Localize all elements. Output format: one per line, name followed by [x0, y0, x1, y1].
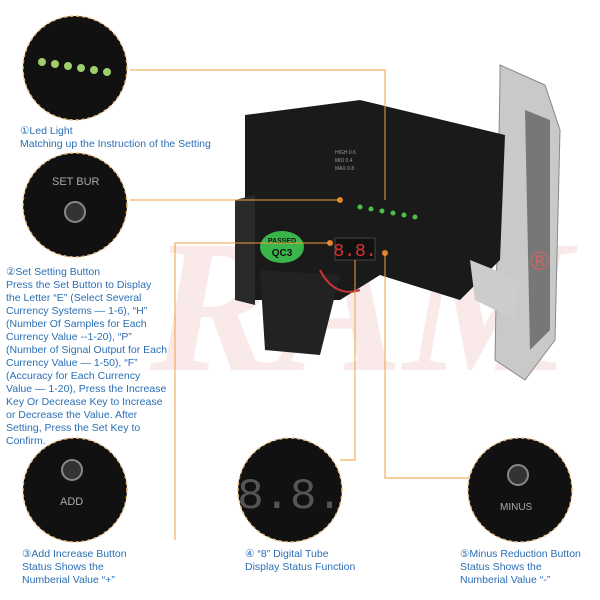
leader-lines: [130, 69, 470, 540]
callout-line: Currency Value --1-20), “P”: [6, 331, 132, 343]
callout-minus-button: ⑤Minus Reduction Button Status Shows the…: [460, 548, 581, 587]
closeup-set-button: SET BUR: [22, 152, 128, 258]
add-label: ADD: [60, 496, 83, 508]
callout-line: the Letter “E” (Select Several: [6, 292, 142, 304]
callout-add-button: ③Add Increase Button Status Shows the Nu…: [22, 548, 127, 587]
closeup-minus-button: MINUS: [467, 437, 573, 543]
callout-line: Press the Set Button to Display: [6, 279, 152, 291]
callout-line: (Number of Signal Output for Each: [6, 344, 168, 356]
switch-label: MAX 0.8: [335, 166, 354, 172]
coin-acceptor-device: PASSED QC3 8.8. HIGH 0.6 MID 0.4 MAX 0.8: [235, 64, 561, 381]
callout-title: ①Led Light: [20, 125, 73, 137]
callout-set-button: ②Set Setting Button Press the Set Button…: [6, 266, 167, 448]
closeup-add-button: ADD: [22, 437, 128, 543]
registered-mark: ®: [530, 246, 549, 276]
callout-line: Display Status Function: [245, 561, 356, 573]
callout-line: Currency Value — 1-50), “F”: [6, 357, 138, 369]
callout-line: Status Shows the: [22, 561, 104, 573]
callout-title: ③Add Increase Button: [22, 548, 127, 560]
callout-line: Matching up the Instruction of the Setti…: [20, 138, 211, 150]
closeup-led: [22, 15, 128, 121]
callout-title: ②Set Setting Button: [6, 266, 101, 278]
callout-line: Numberial Value “-”: [460, 574, 551, 586]
callout-title: ④ “8” Digital Tube: [245, 548, 329, 560]
callout-digital-tube: ④ “8” Digital Tube Display Status Functi…: [245, 548, 355, 574]
callout-line: Value — 1-20), Press the Increase: [6, 383, 167, 395]
badge-text: PASSED: [268, 238, 296, 245]
callout-line: Key Or Decrease Key to Increase: [6, 396, 163, 408]
passed-qc-badge: [260, 231, 304, 263]
led-row: [357, 204, 418, 220]
switch-label: HIGH 0.6: [335, 150, 356, 156]
callout-line: (Number Of Samples for Each: [6, 318, 147, 330]
display-digits: 8.8.: [333, 242, 376, 262]
minus-label: MINUS: [500, 502, 533, 513]
switch-label: MID 0.4: [335, 158, 353, 164]
callout-line: Setting, Press the Set Key to: [6, 422, 141, 434]
closeup-digits: 8.8.: [237, 472, 343, 522]
callout-line: Status Shows the: [460, 561, 542, 573]
callout-line: Confirm.: [6, 435, 46, 447]
callout-title: ⑤Minus Reduction Button: [460, 548, 581, 560]
callout-line: Numberial Value “+”: [22, 574, 115, 586]
badge-qc: QC3: [272, 248, 293, 259]
closeup-digital-tube: 8.8.: [237, 437, 343, 543]
set-label: SET BUR: [52, 176, 100, 188]
callout-line: or Decrease the Value. After: [6, 409, 138, 421]
callout-led-light: ①Led Light Matching up the Instruction o…: [20, 125, 211, 151]
callout-line: (Accuracy for Each Currency: [6, 370, 141, 382]
callout-line: Currency Systems — 1-6), “H”: [6, 305, 148, 317]
